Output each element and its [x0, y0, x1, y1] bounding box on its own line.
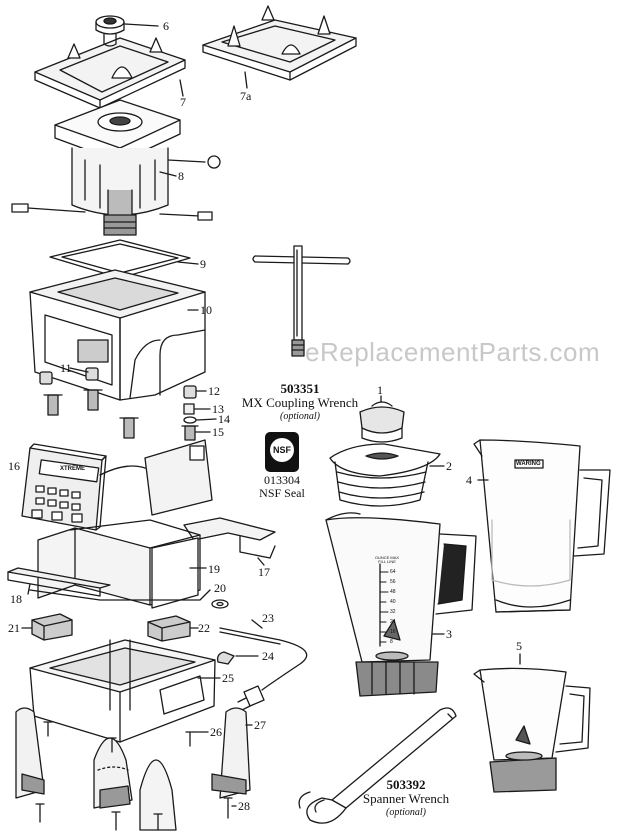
label-part-27: 27 — [254, 718, 266, 732]
label-part-13: 13 — [212, 402, 224, 416]
part-9-gasket — [50, 240, 190, 278]
part-5-container-small — [474, 668, 590, 792]
label-part-8: 8 — [178, 169, 184, 183]
label-part-28: 28 — [238, 799, 250, 813]
leader-8 — [160, 172, 176, 176]
label-part-26: 26 — [210, 725, 222, 739]
coupling-wrench-note: (optional) — [280, 410, 320, 422]
part-11-feet — [40, 368, 98, 384]
label-part-9: 9 — [200, 257, 206, 271]
part-13-spacer — [184, 404, 210, 414]
spanner-wrench-note: (optional) — [386, 806, 426, 818]
part-19-enclosure — [38, 520, 200, 608]
label-part-15: 15 — [212, 425, 224, 439]
part-10-base-housing — [30, 270, 205, 400]
leader-7 — [180, 80, 183, 96]
label-part-25: 25 — [222, 671, 234, 685]
label-part-17: 17 — [258, 565, 270, 579]
screws-left-base — [44, 390, 138, 438]
label-part-12: 12 — [208, 384, 220, 398]
scale-tick-label: 48 — [390, 589, 396, 595]
scale-tick-label: 24 — [390, 619, 396, 625]
label-part-1: 1 — [377, 383, 383, 397]
nsf-seal-name: NSF Seal — [259, 486, 305, 501]
part-22-pad — [148, 616, 190, 641]
label-part-6: 6 — [163, 19, 169, 33]
label-part-21: 21 — [8, 621, 20, 635]
container-brand: WARING — [516, 461, 541, 467]
label-part-7: 7 — [180, 95, 186, 109]
part-7-motor-cover — [35, 38, 185, 108]
coupling-wrench-number: 503351 — [280, 381, 320, 396]
label-part-19: 19 — [208, 562, 220, 576]
label-part-24: 24 — [262, 649, 274, 663]
nsf-seal-number: 013304 — [264, 473, 300, 487]
label-part-5: 5 — [516, 639, 522, 653]
part-4-container-large — [474, 440, 610, 612]
label-part-3: 3 — [446, 627, 452, 641]
part-6-knob — [96, 16, 158, 46]
part-25-bottom-housing — [30, 640, 215, 742]
caption-spanner-wrench: 503392 Spanner Wrench (optional) — [346, 777, 466, 818]
scale-tick-label: 32 — [390, 609, 396, 615]
scale-tick-label: 56 — [390, 579, 396, 585]
label-part-7a: 7a — [240, 89, 252, 103]
scale-title: OUNCE MAX FILL LINE — [374, 555, 400, 564]
part-12-foot — [184, 386, 206, 398]
part-26-screws — [44, 722, 208, 752]
label-part-4: 4 — [466, 473, 472, 487]
label-part-2: 2 — [446, 459, 452, 473]
leader-23 — [252, 620, 262, 628]
label-part-23: 23 — [262, 611, 274, 625]
caption-nsf-seal: 013304 NSF Seal — [246, 473, 318, 501]
label-part-11: 11 — [60, 361, 72, 375]
part-1-lid-plug — [360, 402, 404, 442]
caption-coupling-wrench: 503351 MX Coupling Wrench (optional) — [236, 381, 364, 422]
label-part-22: 22 — [198, 621, 210, 635]
part-20-washer — [212, 600, 228, 608]
scale-tick-label: 8 — [390, 639, 393, 645]
part-27-legs — [16, 708, 250, 830]
label-part-18: 18 — [10, 592, 22, 606]
part-2-lid — [330, 444, 440, 506]
scale-tick-label: 40 — [390, 599, 396, 605]
spanner-wrench — [299, 708, 456, 823]
label-part-16: 16 — [8, 459, 20, 473]
leader-18 — [28, 584, 30, 594]
spanner-wrench-number: 503392 — [386, 777, 426, 792]
leader-7a — [245, 72, 247, 88]
label-part-20: 20 — [214, 581, 226, 595]
part-7a-cover-alternate — [203, 6, 356, 80]
mx-coupling-wrench — [253, 246, 350, 356]
part-8-motor-assembly — [12, 100, 220, 235]
part-23-power-cord — [220, 628, 307, 710]
part-16-control-panel — [22, 444, 150, 530]
scale-tick-label: 16 — [390, 629, 396, 635]
leader-9 — [178, 262, 198, 264]
part-28-screws — [36, 798, 236, 830]
part-21-pad — [32, 614, 72, 640]
part-14-washer — [184, 417, 216, 423]
watermark-text: eReplacementParts.com — [305, 337, 601, 367]
leader-17 — [258, 558, 264, 565]
coupling-wrench-name: MX Coupling Wrench — [241, 395, 359, 411]
scale-tick-label: 64 — [390, 569, 396, 575]
part-3-container — [326, 513, 476, 696]
spanner-wrench-name: Spanner Wrench — [362, 791, 450, 807]
nsf-logo: NSF — [265, 432, 299, 472]
part-24-strain-relief — [218, 652, 258, 664]
part-18-rail — [8, 568, 210, 600]
label-part-10: 10 — [200, 303, 212, 317]
control-panel-brand: XTREME — [60, 466, 86, 472]
part-15-screw — [182, 426, 210, 440]
nsf-logo-text: NSF — [270, 438, 294, 462]
label-part-14: 14 — [218, 412, 230, 426]
control-board — [145, 440, 212, 515]
